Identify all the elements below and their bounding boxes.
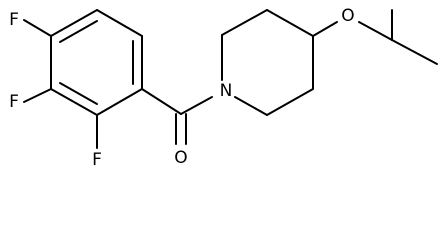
carbonyl-n-bond bbox=[180, 96, 213, 115]
ring-double-bond bbox=[59, 20, 98, 43]
methyl-bond-right bbox=[391, 39, 438, 65]
o-ch-bond bbox=[358, 21, 393, 41]
aryl-carbonyl-bond bbox=[141, 88, 182, 115]
ring-bond bbox=[50, 9, 98, 37]
ring-bond bbox=[266, 9, 314, 37]
benzene-ring bbox=[50, 9, 143, 116]
ring-bond bbox=[96, 88, 143, 116]
nitrogen-label: N bbox=[220, 81, 233, 101]
molecule-svg: F F F O N O bbox=[9, 6, 438, 170]
fluorine-label-bottom: F bbox=[92, 150, 102, 170]
fluorine-label-middle: F bbox=[9, 92, 19, 112]
ring-bond bbox=[96, 9, 143, 37]
ring-bond bbox=[50, 88, 98, 116]
ring-bond bbox=[221, 9, 268, 36]
ether-oxygen-label: O bbox=[341, 6, 354, 26]
ring-bond bbox=[234, 96, 268, 116]
carbonyl-oxygen-label: O bbox=[174, 148, 187, 168]
fluorine-label-top: F bbox=[9, 10, 19, 30]
ring-bond bbox=[266, 88, 314, 116]
c-f-bond-middle bbox=[23, 88, 52, 103]
structure-diagram: F F F O N O bbox=[9, 6, 438, 170]
c-f-bond-top bbox=[23, 19, 52, 37]
ring-double-bond bbox=[59, 82, 98, 105]
piperidine-ring bbox=[221, 9, 314, 116]
c-o-ether-bond bbox=[312, 21, 338, 37]
